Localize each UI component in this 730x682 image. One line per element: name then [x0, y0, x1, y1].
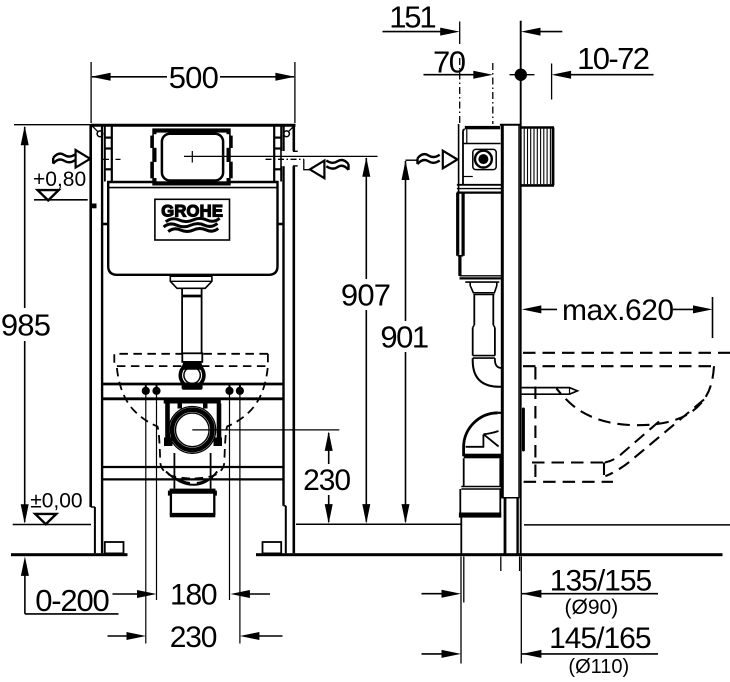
- svg-text:180: 180: [170, 579, 217, 612]
- svg-text:GROHE: GROHE: [161, 201, 223, 220]
- svg-text:230: 230: [170, 621, 217, 654]
- svg-text:901: 901: [380, 320, 427, 355]
- svg-text:+0,80: +0,80: [33, 168, 86, 191]
- svg-text:10-72: 10-72: [577, 41, 649, 76]
- svg-text:(Ø110): (Ø110): [568, 656, 629, 678]
- svg-text:985: 985: [1, 307, 50, 342]
- svg-text:0-200: 0-200: [35, 583, 109, 618]
- svg-text:max.620: max.620: [562, 294, 674, 327]
- svg-text:500: 500: [169, 60, 219, 95]
- svg-text:(Ø90): (Ø90): [565, 596, 619, 619]
- svg-text:±0,00: ±0,00: [30, 489, 82, 512]
- svg-text:151: 151: [389, 0, 435, 35]
- svg-text:145/165: 145/165: [549, 622, 651, 655]
- svg-text:230: 230: [303, 464, 350, 497]
- svg-text:907: 907: [341, 277, 390, 312]
- svg-text:70: 70: [433, 45, 466, 80]
- svg-text:135/155: 135/155: [550, 565, 652, 598]
